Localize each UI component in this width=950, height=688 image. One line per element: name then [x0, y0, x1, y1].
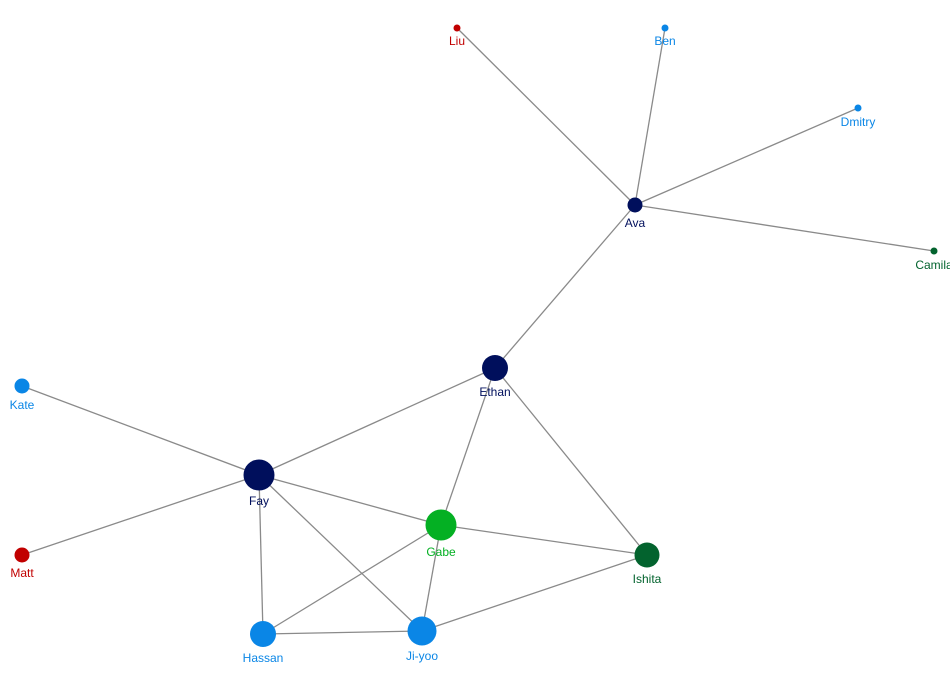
- edge-gabe-ishita: [440, 524, 648, 556]
- node-kate[interactable]: Kate: [10, 378, 35, 413]
- node-label-ishita: Ishita: [633, 572, 662, 586]
- node-label-ben: Ben: [654, 34, 675, 48]
- edge-ava-ethan: [494, 204, 636, 369]
- node-label-gabe: Gabe: [426, 545, 456, 559]
- node-hassan[interactable]: Hassan: [243, 621, 284, 665]
- node-circle-fay[interactable]: [243, 459, 275, 491]
- node-ava[interactable]: Ava: [625, 197, 646, 231]
- edge-kate-fay: [21, 385, 260, 476]
- node-circle-gabe[interactable]: [425, 509, 457, 541]
- edge-fay-hassan: [258, 474, 264, 635]
- edge-gabe-jiyoo: [421, 524, 442, 632]
- node-camila[interactable]: Camila: [915, 247, 950, 273]
- node-circle-ethan[interactable]: [482, 355, 508, 381]
- node-dmitry[interactable]: Dmitry: [841, 104, 876, 130]
- edge-ben-ava: [634, 27, 666, 206]
- edge-ethan-fay: [258, 367, 496, 476]
- node-label-ava: Ava: [625, 216, 646, 230]
- node-circle-liu[interactable]: [453, 24, 461, 32]
- node-jiyoo[interactable]: Ji-yoo: [406, 616, 438, 664]
- node-label-matt: Matt: [10, 566, 34, 580]
- node-label-liu: Liu: [449, 34, 465, 48]
- edge-ethan-gabe: [440, 367, 496, 526]
- node-circle-ben[interactable]: [661, 24, 669, 32]
- node-gabe[interactable]: Gabe: [425, 509, 457, 560]
- edges-layer: [21, 27, 935, 635]
- node-circle-camila[interactable]: [930, 247, 938, 255]
- node-circle-kate[interactable]: [14, 378, 30, 394]
- node-circle-ava[interactable]: [627, 197, 643, 213]
- edge-hassan-jiyoo: [262, 630, 423, 635]
- edge-ethan-ishita: [494, 367, 648, 556]
- node-liu[interactable]: Liu: [449, 24, 465, 49]
- edge-fay-gabe: [258, 474, 442, 526]
- node-label-hassan: Hassan: [243, 651, 284, 665]
- node-circle-ishita[interactable]: [634, 542, 660, 568]
- edge-ishita-jiyoo: [421, 554, 648, 632]
- node-ethan[interactable]: Ethan: [479, 355, 511, 399]
- node-label-fay: Fay: [249, 494, 269, 508]
- node-fay[interactable]: Fay: [243, 459, 275, 509]
- edge-camila-ava: [634, 204, 935, 252]
- node-ben[interactable]: Ben: [654, 24, 676, 49]
- edge-dmitry-ava: [634, 107, 859, 206]
- node-label-dmitry: Dmitry: [841, 115, 876, 129]
- node-label-ethan: Ethan: [479, 385, 510, 399]
- node-label-camila: Camila: [915, 258, 950, 272]
- node-circle-dmitry[interactable]: [854, 104, 862, 112]
- node-ishita[interactable]: Ishita: [633, 542, 662, 587]
- edge-matt-fay: [21, 474, 260, 556]
- node-matt[interactable]: Matt: [10, 547, 34, 581]
- node-label-jiyoo: Ji-yoo: [406, 649, 438, 663]
- edge-liu-ava: [456, 27, 636, 206]
- edge-gabe-hassan: [262, 524, 442, 635]
- node-circle-jiyoo[interactable]: [407, 616, 437, 646]
- edge-fay-jiyoo: [258, 474, 423, 632]
- node-circle-matt[interactable]: [14, 547, 30, 563]
- node-label-kate: Kate: [10, 398, 35, 412]
- node-circle-hassan[interactable]: [250, 621, 276, 647]
